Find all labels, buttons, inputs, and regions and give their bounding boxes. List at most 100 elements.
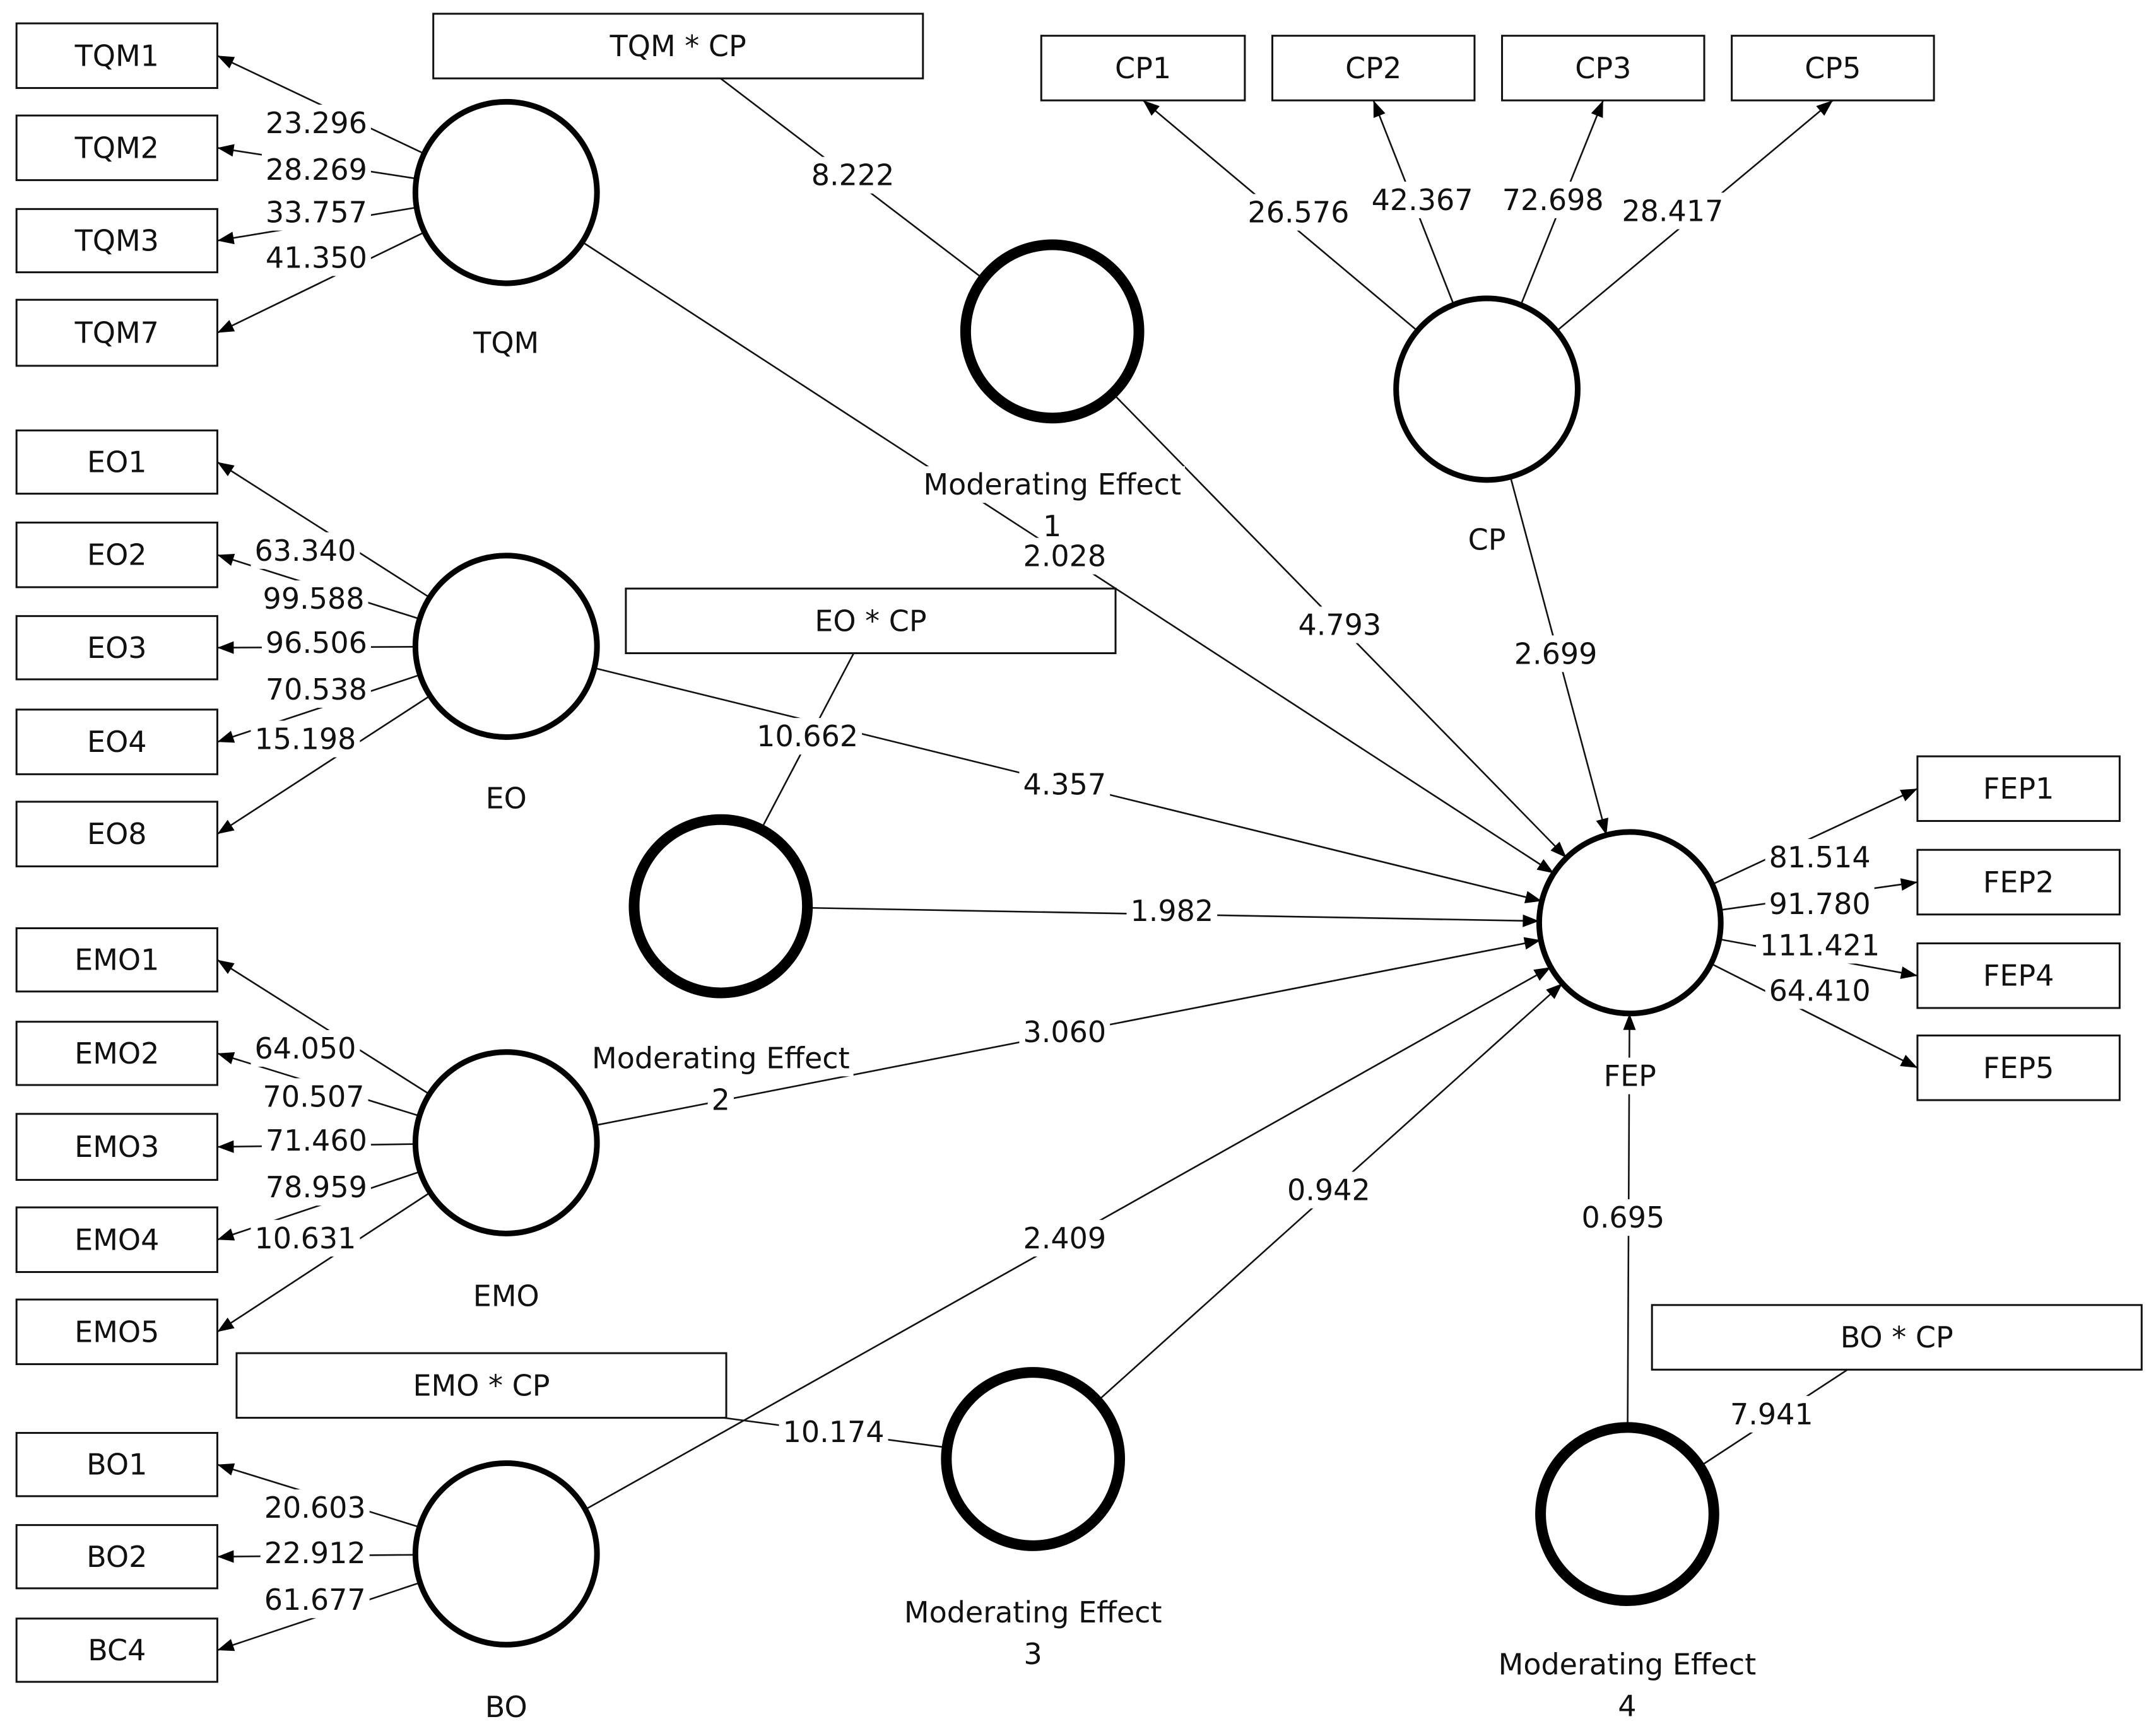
arrowhead-tqm3 — [217, 232, 235, 245]
indicator-box-emo4[interactable] — [15, 1206, 218, 1274]
arrowhead-cp2 — [1373, 100, 1386, 118]
label-backdrop — [588, 1040, 854, 1077]
path-coefficient-me1: 4.793 — [1298, 608, 1381, 642]
latent-label-me1-line-2: 1 — [1043, 509, 1061, 543]
latent-circle-me3[interactable] — [941, 1367, 1126, 1551]
indicator-box-fep1[interactable] — [1916, 755, 2121, 822]
indicator-box-bo2[interactable] — [15, 1524, 218, 1590]
arrowhead-bo2 — [217, 1550, 234, 1563]
indicator-box-tqmxcp[interactable] — [432, 13, 924, 79]
latent-circle-cp[interactable] — [1393, 295, 1581, 483]
label-backdrop — [261, 104, 371, 141]
arrowhead-eo-to-fep — [1524, 891, 1542, 903]
arrowhead-bc4 — [217, 1639, 235, 1651]
loading-value-bo1: 20.603 — [264, 1491, 366, 1525]
latent-circle-me1[interactable] — [960, 239, 1145, 424]
indicator-box-emo5[interactable] — [15, 1298, 218, 1366]
indicator-label-bc4: BC4 — [88, 1633, 146, 1667]
indicator-box-emo3[interactable] — [15, 1113, 218, 1181]
loading-line-emo1 — [216, 959, 430, 1095]
label-backdrop — [1765, 972, 1875, 1009]
indicator-box-tqm3[interactable] — [15, 208, 218, 274]
indicator-box-eo4[interactable] — [15, 708, 218, 775]
label-backdrop — [1618, 192, 1728, 230]
indicator-label-eo8: EO8 — [87, 817, 147, 851]
latent-label-cp: CP — [1468, 522, 1506, 556]
indicator-box-fep5[interactable] — [1916, 1035, 2121, 1101]
latent-circle-me4[interactable] — [1535, 1422, 1719, 1607]
loading-value-tqm3: 33.757 — [266, 196, 367, 230]
indicator-box-fep2[interactable] — [1916, 848, 2121, 916]
indicator-box-emo2[interactable] — [15, 1021, 218, 1086]
indicator-label-bo1: BO1 — [86, 1448, 147, 1482]
arrowhead-me1-to-fep — [1550, 841, 1567, 858]
arrowhead-emo4 — [217, 1228, 235, 1241]
label-backdrop — [1020, 1635, 1046, 1672]
label-backdrop — [481, 780, 531, 817]
label-backdrop — [469, 1277, 543, 1315]
latent-circle-fep[interactable] — [1536, 829, 1724, 1017]
indicator-label-emo4: EMO4 — [74, 1223, 159, 1257]
indicator-label-emo2: EMO2 — [74, 1036, 159, 1070]
indicator-box-eoxcp[interactable] — [625, 587, 1117, 654]
loading-value-emo1: 64.050 — [254, 1031, 356, 1065]
loading-value-fep5: 64.410 — [1769, 973, 1871, 1007]
indicator-box-eo2[interactable] — [15, 521, 218, 589]
latent-circle-eo[interactable] — [412, 553, 600, 740]
latent-label-bo: BO — [485, 1690, 527, 1724]
loading-value-tqm2: 28.269 — [266, 153, 367, 187]
indicator-box-eo3[interactable] — [15, 615, 218, 681]
label-backdrop — [261, 151, 371, 188]
label-backdrop — [469, 324, 543, 361]
indicator-box-tqm2[interactable] — [15, 114, 218, 182]
label-backdrop — [1244, 194, 1353, 231]
arrowhead-bo-to-fep — [1533, 967, 1551, 981]
label-backdrop — [1019, 1219, 1110, 1257]
label-backdrop — [1464, 521, 1510, 558]
label-backdrop — [707, 1081, 734, 1118]
loading-value-cp5: 28.417 — [1622, 194, 1723, 228]
indicator-box-cp3[interactable] — [1501, 35, 1705, 102]
arrowhead-emo3 — [217, 1140, 234, 1153]
indicator-box-cp1[interactable] — [1040, 35, 1246, 102]
indicator-box-bc4[interactable] — [15, 1617, 218, 1683]
loading-value-fep2: 91.780 — [1769, 887, 1871, 921]
indicator-box-boxcp[interactable] — [1651, 1304, 2143, 1371]
loading-value-eo4: 70.538 — [266, 672, 367, 707]
loading-line-eo8 — [216, 695, 431, 835]
indicator-box-eo1[interactable] — [15, 429, 218, 495]
indicator-label-cp5: CP5 — [1805, 51, 1861, 85]
indicator-box-emo1[interactable] — [15, 927, 218, 993]
indicator-box-fep4[interactable] — [1916, 942, 2121, 1009]
label-backdrop — [1577, 1199, 1669, 1236]
indicator-box-cp5[interactable] — [1731, 35, 1935, 102]
latent-circle-me2[interactable] — [628, 814, 813, 999]
arrowhead-cp1 — [1143, 100, 1160, 116]
latent-circle-bo[interactable] — [412, 1460, 600, 1648]
indicator-box-emoxcp[interactable] — [235, 1352, 728, 1419]
indicator-label-eo1: EO1 — [87, 445, 147, 479]
indicator-label-cp2: CP2 — [1345, 51, 1401, 85]
latent-circle-emo[interactable] — [412, 1049, 600, 1236]
indicator-box-tqm1[interactable] — [15, 22, 218, 90]
indicator-label-eo4: EO4 — [87, 725, 147, 759]
indicator-label-tqm3: TQM3 — [74, 224, 159, 258]
indicator-box-bo1[interactable] — [15, 1432, 218, 1498]
label-backdrop — [1283, 1171, 1374, 1209]
label-backdrop — [261, 239, 371, 276]
indicator-box-eo8[interactable] — [15, 800, 218, 867]
indicator-label-eoxcp: EO * CP — [815, 604, 926, 638]
label-backdrop — [1614, 1687, 1641, 1724]
loading-line-fep5 — [1711, 963, 1918, 1069]
indicator-box-tqm7[interactable] — [15, 298, 218, 367]
latent-circle-tqm[interactable] — [412, 98, 600, 286]
label-backdrop — [1498, 181, 1608, 218]
label-backdrop — [900, 1593, 1166, 1631]
indicator-label-cp3: CP3 — [1575, 51, 1631, 85]
loading-value-eo1: 63.340 — [254, 534, 356, 568]
loading-value-boxcp: 7.941 — [1730, 1397, 1813, 1431]
loading-value-emoxcp: 10.174 — [783, 1415, 885, 1449]
indicator-label-emoxcp: EMO * CP — [413, 1368, 550, 1402]
indicator-box-cp2[interactable] — [1271, 35, 1476, 102]
latent-label-me3: Moderating Effect — [904, 1595, 1162, 1629]
